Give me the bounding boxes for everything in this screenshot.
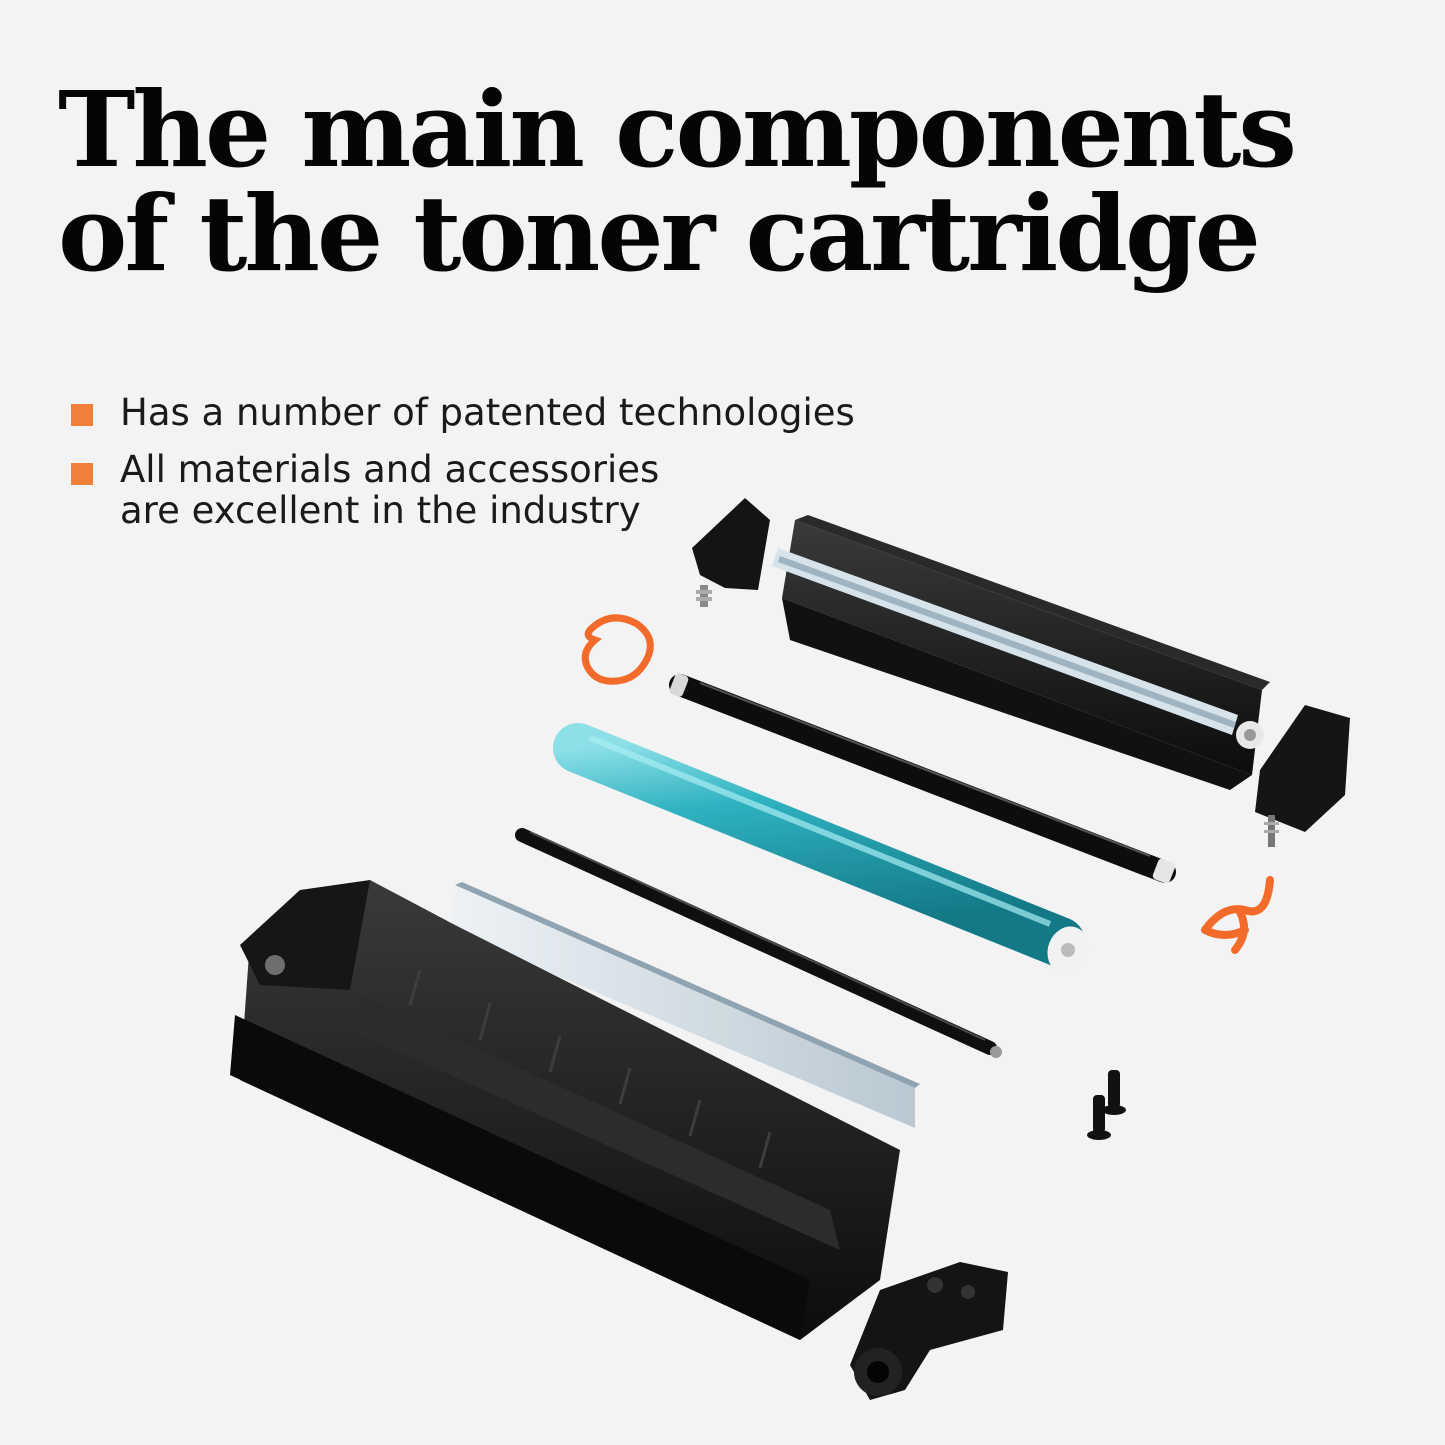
title-line-2: of the toner cartridge	[58, 172, 1261, 295]
charge-roller-icon	[669, 673, 1176, 884]
opc-drum-icon	[553, 723, 1089, 974]
square-bullet-icon	[71, 404, 93, 426]
waste-toner-hopper-icon	[772, 515, 1270, 790]
magnetic-roller-icon	[515, 828, 1002, 1058]
gear-housing-icon	[850, 1262, 1008, 1400]
pin-icon	[1087, 1070, 1126, 1140]
doctor-blade-icon	[450, 882, 920, 1128]
feature-list: Has a number of patented technologies Al…	[70, 392, 855, 531]
drum-clip-icon	[1201, 876, 1274, 954]
feature-text: All materials and accessories	[120, 448, 660, 491]
feature-text: are excellent in the industry	[120, 489, 641, 532]
square-bullet-icon	[71, 463, 93, 485]
drum-clip-icon	[581, 614, 654, 685]
page-title: The main components of the toner cartrid…	[58, 78, 1378, 286]
end-cap-icon	[1255, 705, 1350, 847]
feature-text: Has a number of patented technologies	[120, 391, 855, 434]
title-line-1: The main components	[58, 68, 1297, 191]
toner-hopper-icon	[230, 880, 900, 1340]
feature-item: Has a number of patented technologies	[70, 392, 855, 433]
feature-item: All materials and accessories are excell…	[70, 449, 855, 531]
end-cap-icon	[692, 498, 770, 607]
